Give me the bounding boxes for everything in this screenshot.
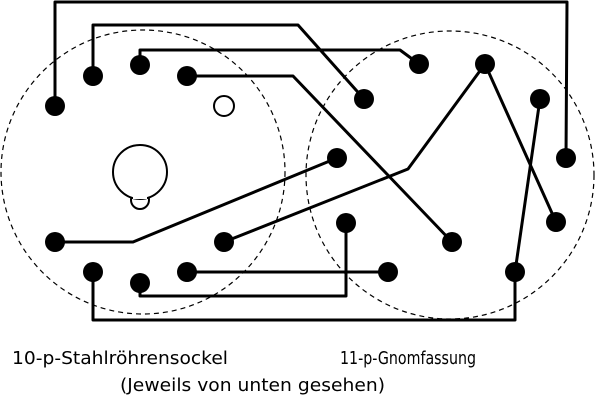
- pin: [45, 96, 65, 116]
- caption: (Jeweils von unten gesehen): [120, 375, 385, 396]
- pin: [354, 89, 374, 109]
- wire: [91, 98, 542, 322]
- right-socket-pins: [327, 54, 576, 282]
- pin: [177, 66, 197, 86]
- left-socket-pins: [45, 55, 234, 293]
- wire: [187, 74, 454, 244]
- pin: [83, 66, 103, 86]
- pin: [505, 262, 525, 282]
- pin: [336, 213, 356, 233]
- left-socket-outline: [0, 29, 286, 315]
- key-hole: [112, 144, 168, 210]
- right-socket-outline: [305, 30, 595, 320]
- pin: [83, 262, 103, 282]
- pin: [45, 232, 65, 252]
- pin: [177, 262, 197, 282]
- pin: [214, 232, 234, 252]
- left-socket-label: 10-p-Stahlröhrensockel: [12, 348, 228, 369]
- pin: [442, 232, 462, 252]
- wire: [53, 0, 569, 159]
- wire: [91, 23, 366, 100]
- pin: [409, 54, 429, 74]
- pin: [475, 54, 495, 74]
- pin: [327, 148, 347, 168]
- pin: [530, 89, 550, 109]
- guide-hole: [213, 95, 235, 117]
- pin: [130, 273, 150, 293]
- pin: [130, 55, 150, 75]
- pin: [556, 148, 576, 168]
- wire: [138, 48, 420, 66]
- wire: [55, 156, 338, 244]
- right-socket-label: 11-p-Gnomfassung: [340, 348, 476, 369]
- wire: [223, 62, 558, 244]
- pin: [546, 212, 566, 232]
- pin: [378, 262, 398, 282]
